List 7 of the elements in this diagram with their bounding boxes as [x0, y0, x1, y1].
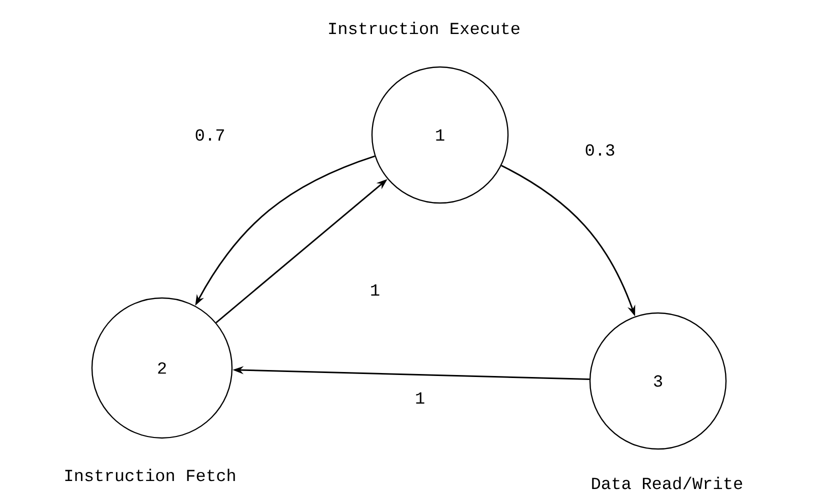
- edge-label: 1: [414, 391, 426, 405]
- state-name: Data Read/Write: [592, 476, 742, 490]
- state-name: Instruction Fetch: [65, 468, 235, 482]
- state-name: Instruction Execute: [329, 22, 520, 34]
- edge-label: 0.7: [194, 128, 226, 142]
- edge-label: 0.3: [584, 143, 616, 157]
- edge-label: 1: [368, 283, 382, 297]
